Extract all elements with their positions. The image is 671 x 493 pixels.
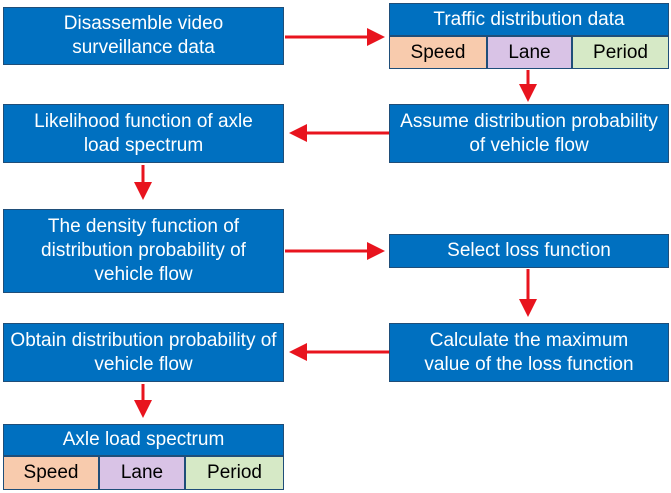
axle-speed-cell: Speed (3, 456, 99, 490)
traffic-period-cell: Period (572, 36, 669, 69)
density-function-box: The density function of distribution pro… (3, 209, 284, 293)
disassemble-video-box: Disassemble video surveillance data (3, 7, 284, 65)
assume-distribution-box: Assume distribution probability of vehic… (389, 104, 669, 163)
axle-load-spectrum-header: Axle load spectrum (3, 424, 284, 456)
select-loss-function-box: Select loss function (389, 234, 669, 268)
likelihood-function-box: Likelihood function of axle load spectru… (3, 104, 284, 163)
traffic-speed-cell: Speed (389, 36, 487, 69)
traffic-distribution-header: Traffic distribution data (389, 3, 669, 36)
axle-period-cell: Period (185, 456, 284, 490)
calculate-maximum-box: Calculate the maximum value of the loss … (389, 323, 669, 382)
traffic-lane-cell: Lane (487, 36, 572, 69)
axle-lane-cell: Lane (99, 456, 185, 490)
obtain-distribution-box: Obtain distribution probability of vehic… (3, 323, 284, 382)
